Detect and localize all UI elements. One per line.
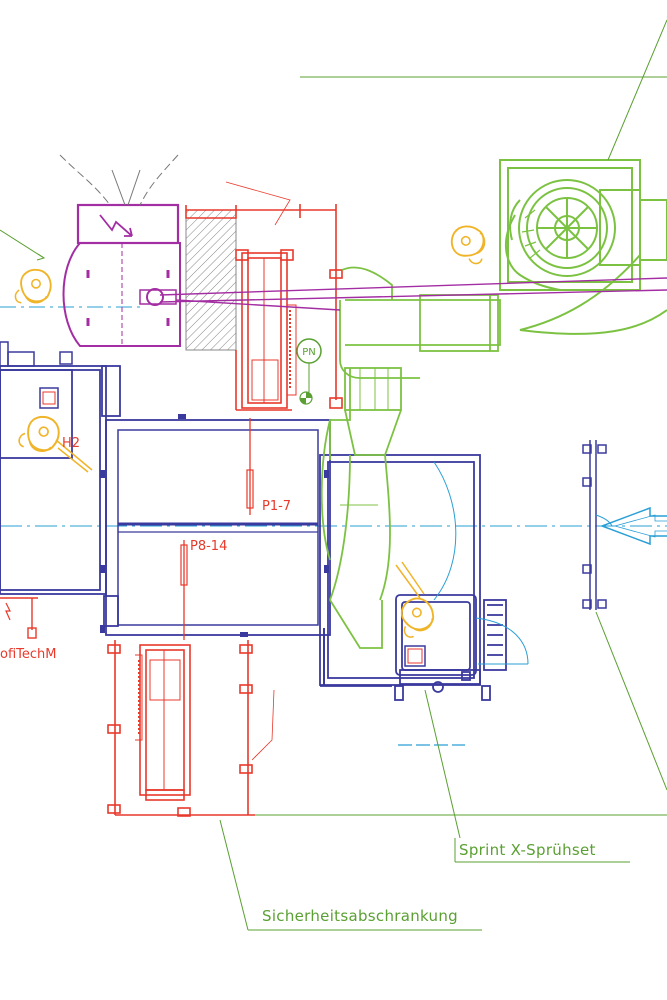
p-lower-label: P8-14: [190, 539, 227, 554]
control-panel: [0, 341, 73, 409]
upper-robot-fence: [185, 204, 343, 411]
cable-lines: [159, 277, 667, 311]
fan-icon: [521, 209, 541, 259]
axis-lines: [0, 306, 667, 746]
spray-set-label: Sprint X-Sprühset: [459, 841, 596, 859]
pn-label: PN: [302, 347, 316, 358]
h2-label: H2: [62, 436, 80, 451]
profitech-label: ofiTechM: [0, 647, 56, 662]
robot-axis-upper: P1-7: [246, 418, 291, 515]
spray-gun-icon: [55, 439, 425, 599]
p-upper-label: P1-7: [262, 499, 291, 514]
booth-anchors: [100, 414, 329, 637]
hatched-wall: [185, 209, 237, 351]
robot-axis-lower: P8-14: [180, 539, 227, 640]
leader-lines: [0, 19, 667, 931]
safety-barrier-label: Sicherheitsabschrankung: [262, 907, 458, 925]
control-panel-lower: [404, 645, 426, 667]
lightning-icon: [99, 214, 133, 237]
lower-robot-fence: [107, 640, 255, 817]
left-red-frame: [0, 597, 38, 639]
arrow-icon: [599, 506, 667, 546]
spray-booth: [0, 365, 507, 701]
entry-gate: [582, 440, 613, 610]
pn-marker: PN: [296, 338, 322, 405]
electrical-cabinet: [59, 154, 181, 347]
fan-unit: [499, 159, 667, 335]
exhaust-duct: [320, 266, 501, 649]
